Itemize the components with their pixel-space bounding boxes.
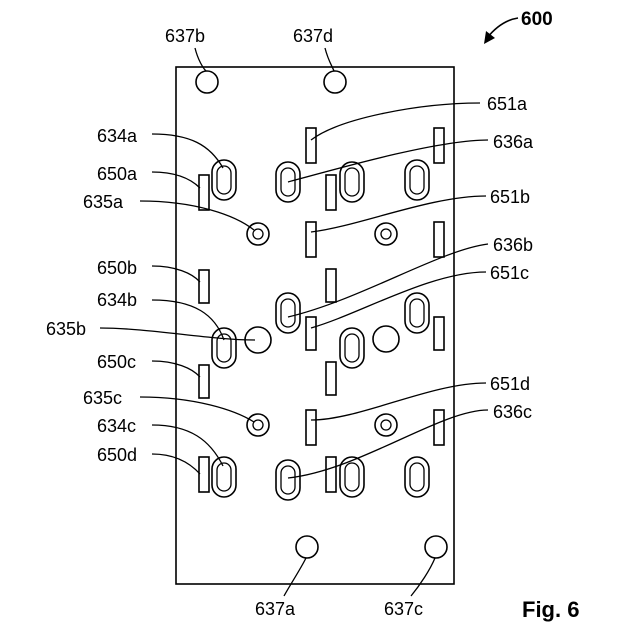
slot-row-c-2	[276, 460, 300, 500]
leader-634a	[152, 134, 223, 168]
slot-mid-b	[326, 269, 336, 302]
slot-651a	[306, 128, 316, 163]
slot-650c	[199, 365, 209, 398]
slot-row-b-4	[340, 328, 364, 368]
ring-635a	[247, 223, 269, 245]
slot-651d	[306, 410, 316, 445]
leader-651b	[311, 196, 486, 232]
label-651b: 651b	[490, 187, 530, 207]
label-634b: 634b	[97, 290, 137, 310]
slot-mid-c	[326, 362, 336, 395]
slot-row-c-4	[405, 457, 429, 497]
slot-right-b	[434, 222, 444, 257]
hole-637c	[425, 536, 447, 558]
reference-labels: 637b 637d 637a 637c 634a 650a 635a 650b …	[46, 26, 534, 619]
label-651c: 651c	[490, 263, 529, 283]
label-634a: 634a	[97, 126, 138, 146]
label-634c: 634c	[97, 416, 136, 436]
leader-637c	[411, 558, 435, 596]
slot-634b	[212, 328, 236, 368]
label-650c: 650c	[97, 352, 136, 372]
small-ring-holes	[247, 223, 397, 436]
ring-row-a-2	[375, 223, 397, 245]
hole-row-b-2	[373, 326, 399, 352]
label-650d: 650d	[97, 445, 137, 465]
slot-636c	[340, 457, 364, 497]
slot-651c	[306, 317, 316, 350]
label-636c: 636c	[493, 402, 532, 422]
slot-mid-a	[326, 175, 336, 210]
slot-636a	[340, 162, 364, 202]
leader-lines	[100, 48, 488, 596]
slot-651b	[306, 222, 316, 257]
label-650b: 650b	[97, 258, 137, 278]
figure-caption: Fig. 6	[522, 597, 579, 622]
label-637b: 637b	[165, 26, 205, 46]
label-636a: 636a	[493, 132, 534, 152]
leader-637a	[284, 558, 306, 596]
slot-row-b-2	[405, 293, 429, 333]
label-650a: 650a	[97, 164, 138, 184]
slot-right-d	[434, 410, 444, 445]
hole-637b	[196, 71, 218, 93]
label-651a: 651a	[487, 94, 528, 114]
label-636b: 636b	[493, 235, 533, 255]
slot-mid-d	[326, 457, 336, 492]
leader-636b	[288, 244, 488, 317]
slot-row-a-4	[405, 160, 429, 200]
ring-635c	[247, 414, 269, 436]
leader-651c	[311, 272, 486, 328]
slot-right-c	[434, 317, 444, 350]
figure-ref-number: 600	[521, 9, 553, 30]
label-635c: 635c	[83, 388, 122, 408]
slot-650a	[199, 175, 209, 210]
hole-637d	[324, 71, 346, 93]
leader-635a	[140, 201, 254, 230]
leader-636a	[288, 140, 488, 182]
slot-634c	[212, 457, 236, 497]
figure-ref-leader	[487, 18, 518, 38]
label-637c: 637c	[384, 599, 423, 619]
label-637d: 637d	[293, 26, 333, 46]
slot-650b	[199, 270, 209, 303]
slot-636b	[276, 293, 300, 333]
label-635b: 635b	[46, 319, 86, 339]
slot-650d	[199, 457, 209, 492]
leader-634c	[152, 425, 223, 466]
label-635a: 635a	[83, 192, 124, 212]
ring-row-c-2	[375, 414, 397, 436]
leader-635c	[140, 397, 254, 422]
slot-634a	[212, 160, 236, 200]
label-651d: 651d	[490, 374, 530, 394]
label-637a: 637a	[255, 599, 296, 619]
hole-637a	[296, 536, 318, 558]
figure-ref-arrowhead	[484, 31, 495, 44]
